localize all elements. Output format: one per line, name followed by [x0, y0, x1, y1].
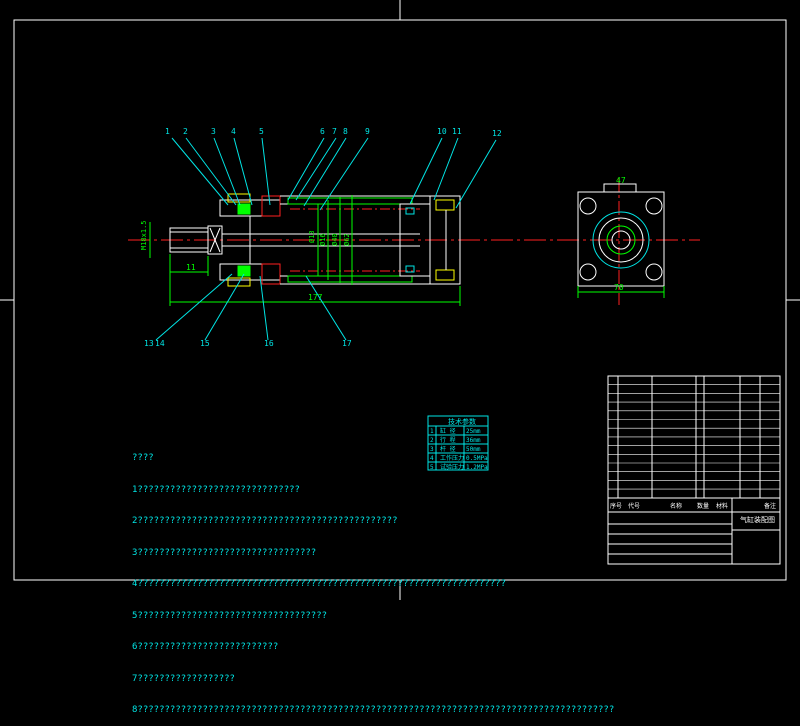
- title-block: [607, 497, 781, 565]
- callout-9: 9: [365, 127, 370, 136]
- callout-16: 16: [264, 339, 274, 348]
- callout-4: 4: [231, 127, 236, 136]
- callout-13: 13: [144, 339, 154, 348]
- dim-overall-length: 177: [308, 293, 323, 302]
- dim-end-view-top: 47: [616, 176, 626, 185]
- spec-row-name: 试验压力: [440, 463, 464, 471]
- spec-row-no: 3: [430, 446, 434, 453]
- title-block-header: 序号 代号 名称 数量 材料 备注: [610, 502, 776, 510]
- length-dims: [169, 254, 461, 306]
- leader-lines: [155, 137, 497, 341]
- spec-row-name: 杆 径: [440, 445, 456, 453]
- spec-row-value: 1.2MPa: [466, 464, 488, 471]
- end-view-dims: [577, 286, 665, 298]
- header-label: 序号: [610, 502, 622, 510]
- technical-notes: ???? 1?????????????????????????????? 2??…: [132, 432, 614, 726]
- callout-14: 14: [155, 339, 165, 348]
- spec-row-no: 5: [430, 464, 434, 471]
- dim-dia-2: Ø16: [319, 233, 327, 246]
- dim-dia-3: Ø40: [331, 233, 339, 246]
- spec-row-value: 36mm: [466, 437, 481, 444]
- callout-6: 6: [320, 127, 325, 136]
- callout-3: 3: [211, 127, 216, 136]
- header-label: 名称: [670, 502, 682, 510]
- diameter-dims: [317, 195, 353, 285]
- spec-table: [427, 415, 489, 471]
- cad-drawing: Ø13 Ø16 Ø40 Ø62 M18x1.5 11 177 1 2 3 4 5…: [0, 0, 800, 600]
- spec-row-value: 0.5MPa: [466, 455, 488, 462]
- note-line: 2???????????????????????????????????????…: [132, 516, 398, 526]
- spec-row-no: 2: [430, 437, 434, 444]
- callout-15: 15: [200, 339, 210, 348]
- callout-2: 2: [183, 127, 188, 136]
- spec-row-value: 25mm: [466, 428, 481, 435]
- spec-row-name: 缸 径: [440, 427, 456, 435]
- dim-rod-thread: M18x1.5: [140, 220, 148, 250]
- piston-rod: [169, 225, 420, 255]
- spec-row-name: 工作压力: [440, 454, 464, 462]
- dim-left-length: 11: [186, 263, 196, 272]
- spec-row-value: 50mm: [466, 446, 481, 453]
- note-line: 8???????????????????????????????????????…: [132, 705, 615, 715]
- dim-dia-1: Ø13: [308, 230, 316, 243]
- note-line: ????: [132, 453, 154, 463]
- spec-row-name: 行 程: [440, 436, 456, 444]
- note-line: 6??????????????????????????: [132, 642, 279, 652]
- note-line: 1??????????????????????????????: [132, 484, 300, 495]
- note-line: 5???????????????????????????????????: [132, 610, 328, 621]
- rear-end-cap: [429, 195, 461, 285]
- front-end-cap: [219, 193, 281, 287]
- header-label: 数量: [697, 502, 709, 510]
- end-view: [577, 183, 665, 287]
- header-label: 备注: [764, 502, 776, 510]
- callout-12: 12: [492, 129, 502, 138]
- note-line: 3?????????????????????????????????: [132, 547, 317, 558]
- spec-row-no: 1: [430, 428, 434, 435]
- note-line: 7??????????????????: [132, 673, 235, 684]
- callout-10: 10: [437, 127, 447, 136]
- spec-table-rows: 1 缸 径 25mm 2 行 程 36mm 3 杆 径 50mm 4 工作压力 …: [430, 427, 488, 471]
- callout-17: 17: [342, 339, 352, 348]
- note-line: 4???????????????????????????????????????…: [132, 579, 506, 589]
- parts-list-rows: [608, 384, 780, 490]
- spec-table-title: 技术参数: [448, 417, 476, 426]
- header-label: 代号: [628, 502, 640, 510]
- callout-5: 5: [259, 127, 264, 136]
- drawing-name: 气缸装配图: [740, 515, 775, 524]
- callout-1: 1: [165, 127, 170, 136]
- header-label: 材料: [716, 502, 728, 510]
- spec-row-no: 4: [430, 455, 434, 462]
- callout-7: 7: [332, 127, 337, 136]
- callout-11: 11: [452, 127, 462, 136]
- dim-dia-4: Ø62: [343, 233, 351, 246]
- callout-8: 8: [343, 127, 348, 136]
- dim-end-view-width: 70: [614, 283, 624, 292]
